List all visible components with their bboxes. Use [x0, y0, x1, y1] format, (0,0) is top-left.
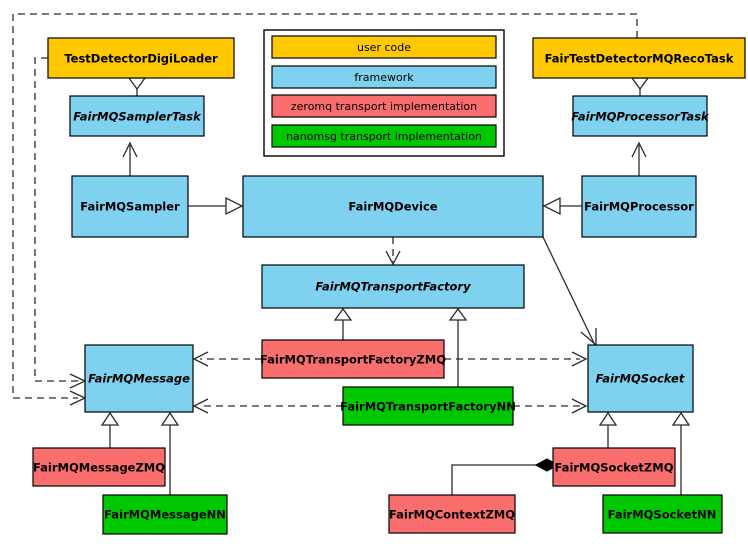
- node-box[interactable]: [342, 386, 514, 426]
- node-label: FairMQMessageZMQ: [33, 461, 165, 475]
- arrowhead-messagenn-to-message: [160, 411, 180, 426]
- edge-digiloader-to-message: [34, 57, 78, 382]
- node-FairMQSocketNN[interactable]: FairMQSocketNN: [602, 494, 723, 534]
- arrowhead-messagezmq-to-message: [100, 411, 120, 426]
- node-TestDetectorDigiLoader[interactable]: TestDetectorDigiLoader: [47, 37, 235, 79]
- arrowhead-processor-to-processortask: [631, 141, 647, 158]
- node-label: FairMQProcessorTask: [571, 110, 710, 124]
- node-box[interactable]: [602, 494, 723, 534]
- node-label: FairMQSocket: [596, 372, 685, 386]
- arrowhead-tfzmq-to-tf: [333, 307, 353, 321]
- node-box[interactable]: [71, 175, 189, 238]
- edge-recotask-to-message: [12, 13, 638, 399]
- node-label: FairTestDetectorMQRecoTask: [545, 52, 734, 66]
- node-box[interactable]: [388, 494, 516, 534]
- node-label: FairMQDevice: [348, 200, 437, 214]
- node-box[interactable]: [47, 37, 235, 79]
- edge-device-to-socket: [542, 236, 595, 344]
- legend-item-user-code: user code: [271, 35, 497, 59]
- legend-swatch: [271, 94, 497, 118]
- arrowhead-tfzmq-to-message: [192, 351, 209, 367]
- node-FairMQSampler[interactable]: FairMQSampler: [71, 175, 189, 238]
- arrowhead-processortask-to-recotask: [630, 77, 650, 91]
- node-FairMQMessageNN[interactable]: FairMQMessageNN: [102, 494, 228, 535]
- node-label: FairMQTransportFactoryZMQ: [260, 353, 446, 367]
- node-box[interactable]: [261, 339, 445, 379]
- node-FairMQProcessor[interactable]: FairMQProcessor: [581, 175, 697, 238]
- legend-item-nanomsg: nanomsg transport implementation: [271, 124, 497, 148]
- node-box[interactable]: [581, 175, 697, 238]
- node-label: FairMQMessage: [88, 372, 190, 386]
- legend-swatch: [271, 35, 497, 59]
- legend-label: zeromq transport implementation: [291, 100, 477, 113]
- arrowhead-socketnn-to-socket: [671, 411, 691, 426]
- legend: user code framework zeromq transport imp…: [263, 29, 505, 157]
- node-FairMQDevice[interactable]: FairMQDevice: [242, 175, 544, 238]
- legend-swatch: [271, 124, 497, 148]
- node-box[interactable]: [242, 175, 544, 238]
- arrowhead-device-to-transportfactory: [385, 250, 401, 266]
- arrowhead-tfnn-to-message: [192, 398, 209, 414]
- node-label: FairMQMessageNN: [104, 508, 226, 522]
- node-label: FairMQSamplerTask: [73, 110, 202, 124]
- legend-label: framework: [354, 71, 414, 84]
- node-FairMQProcessorTask[interactable]: FairMQProcessorTask: [571, 95, 710, 137]
- node-FairMQMessage[interactable]: FairMQMessage: [84, 344, 194, 413]
- legend-label: user code: [357, 41, 411, 54]
- node-box[interactable]: [532, 37, 746, 79]
- node-label: TestDetectorDigiLoader: [64, 52, 218, 66]
- node-FairMQSocketZMQ[interactable]: FairMQSocketZMQ: [552, 447, 676, 487]
- node-FairMQSocket[interactable]: FairMQSocket: [587, 344, 694, 413]
- edge-layer: [12, 13, 691, 495]
- node-label: FairMQSocketNN: [608, 508, 717, 522]
- node-layer: TestDetectorDigiLoader FairMQSamplerTask…: [32, 37, 746, 535]
- arrowhead-samplertask-to-digiloader: [127, 77, 147, 91]
- node-box[interactable]: [572, 95, 708, 137]
- node-label: FairMQContextZMQ: [389, 508, 515, 522]
- node-FairMQTransportFactoryZMQ[interactable]: FairMQTransportFactoryZMQ: [260, 339, 446, 379]
- node-label: FairMQTransportFactory: [315, 280, 471, 294]
- node-FairMQTransportFactoryNN[interactable]: FairMQTransportFactoryNN: [340, 386, 516, 426]
- node-label: FairMQProcessor: [584, 200, 694, 214]
- legend-label: nanomsg transport implementation: [286, 130, 482, 143]
- arrowhead-sampler-to-samplertask: [122, 141, 138, 158]
- node-label: FairMQSampler: [80, 200, 180, 214]
- arrowhead-tfnn-to-socket: [571, 398, 588, 414]
- arrowhead-socketzmq-to-socket: [598, 411, 618, 426]
- edge-contextzmq-to-socketzmq: [451, 464, 538, 495]
- node-box[interactable]: [261, 264, 525, 309]
- node-box[interactable]: [69, 95, 205, 137]
- legend-item-zeromq: zeromq transport implementation: [271, 94, 497, 118]
- node-box[interactable]: [32, 447, 166, 487]
- legend-item-framework: framework: [271, 65, 497, 89]
- legend-swatch: [271, 65, 497, 89]
- node-FairMQTransportFactory[interactable]: FairMQTransportFactory: [261, 264, 525, 309]
- arrowhead-processor-to-device: [542, 196, 561, 216]
- node-label: FairMQSocketZMQ: [555, 461, 674, 475]
- node-box[interactable]: [552, 447, 676, 487]
- arrowhead-tfnn-to-tf: [448, 307, 468, 321]
- node-label: FairMQTransportFactoryNN: [340, 400, 516, 414]
- arrowhead-sampler-to-device: [225, 196, 244, 216]
- node-box[interactable]: [102, 494, 228, 535]
- node-FairMQSamplerTask[interactable]: FairMQSamplerTask: [69, 95, 205, 137]
- node-box[interactable]: [84, 344, 194, 413]
- node-FairMQContextZMQ[interactable]: FairMQContextZMQ: [388, 494, 516, 534]
- arrowhead-tfzmq-to-socket: [571, 351, 588, 367]
- node-FairMQMessageZMQ[interactable]: FairMQMessageZMQ: [32, 447, 166, 487]
- node-FairTestDetectorMQRecoTask[interactable]: FairTestDetectorMQRecoTask: [532, 37, 746, 79]
- node-box[interactable]: [587, 344, 694, 413]
